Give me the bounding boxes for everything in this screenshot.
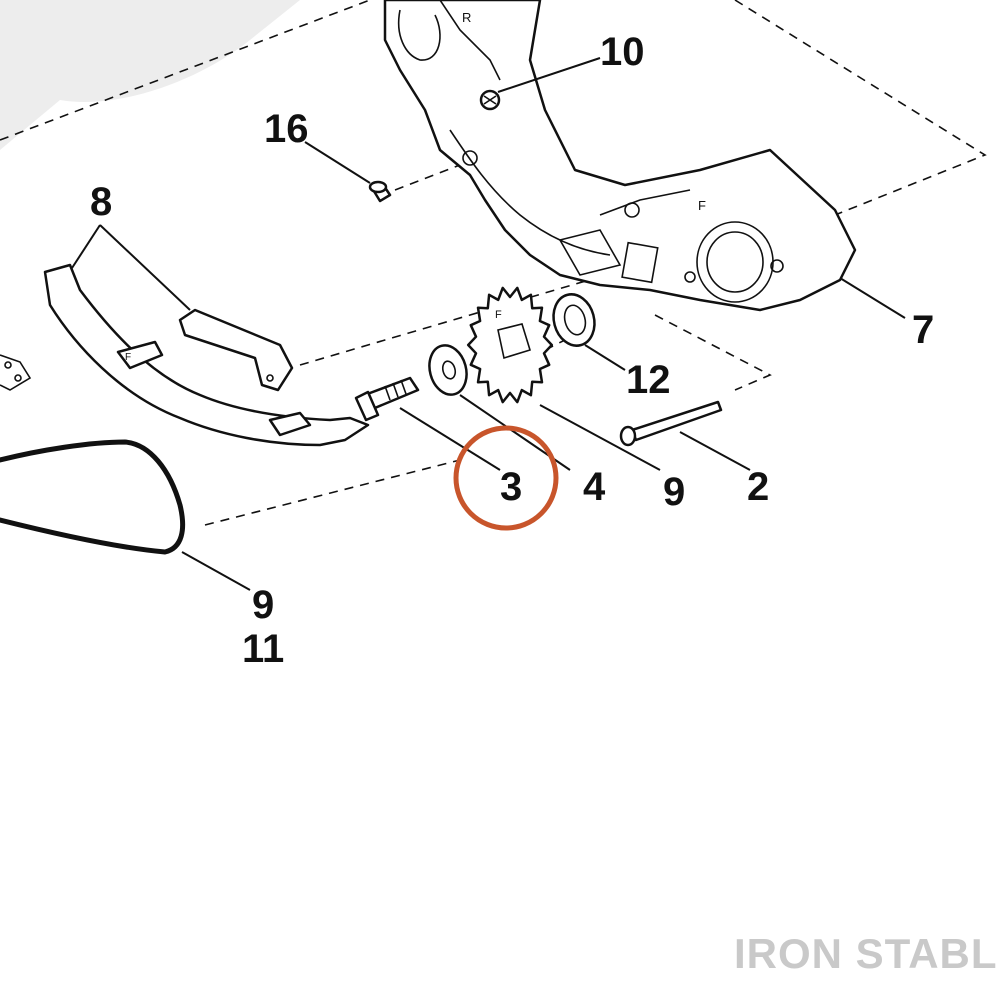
guide-f-mark: F [125, 352, 131, 363]
callout-11: 11 [242, 627, 284, 671]
bushing [368, 180, 392, 203]
callout-9-sprocket: 9 [663, 470, 685, 514]
callout-10: 10 [600, 30, 645, 74]
callout-labels: 10 16 8 7 12 3 4 9 2 9 11 [90, 30, 934, 671]
bolt [354, 376, 420, 422]
callout-9-chain: 9 [252, 583, 274, 627]
callout-4: 4 [583, 465, 606, 509]
swing-arm-housing: R F [383, 0, 857, 312]
callout-8: 8 [90, 180, 112, 224]
callout-3: 3 [500, 465, 522, 509]
arm-r-mark: R [462, 10, 471, 25]
housing-f-mark: F [698, 198, 706, 213]
callout-2: 2 [747, 465, 769, 509]
drive-chain-loop [0, 439, 186, 555]
highlight-circle [453, 425, 559, 531]
sprocket: F [466, 286, 554, 404]
background-watermark-shape [0, 0, 300, 150]
leader-lines [71, 57, 906, 591]
long-bolt [619, 400, 723, 447]
chain-fragment [0, 354, 32, 391]
spacer-ring [552, 293, 596, 347]
sprocket-f-mark: F [495, 309, 502, 321]
callout-7: 7 [912, 308, 934, 352]
washer [428, 344, 468, 396]
chain-guide-short [178, 308, 294, 392]
callout-16: 16 [264, 107, 309, 151]
arm-screw [479, 89, 501, 111]
callout-12: 12 [626, 358, 671, 402]
watermark-text: IRON STABLE [734, 930, 1000, 977]
chain-guide-long: F [43, 263, 370, 447]
